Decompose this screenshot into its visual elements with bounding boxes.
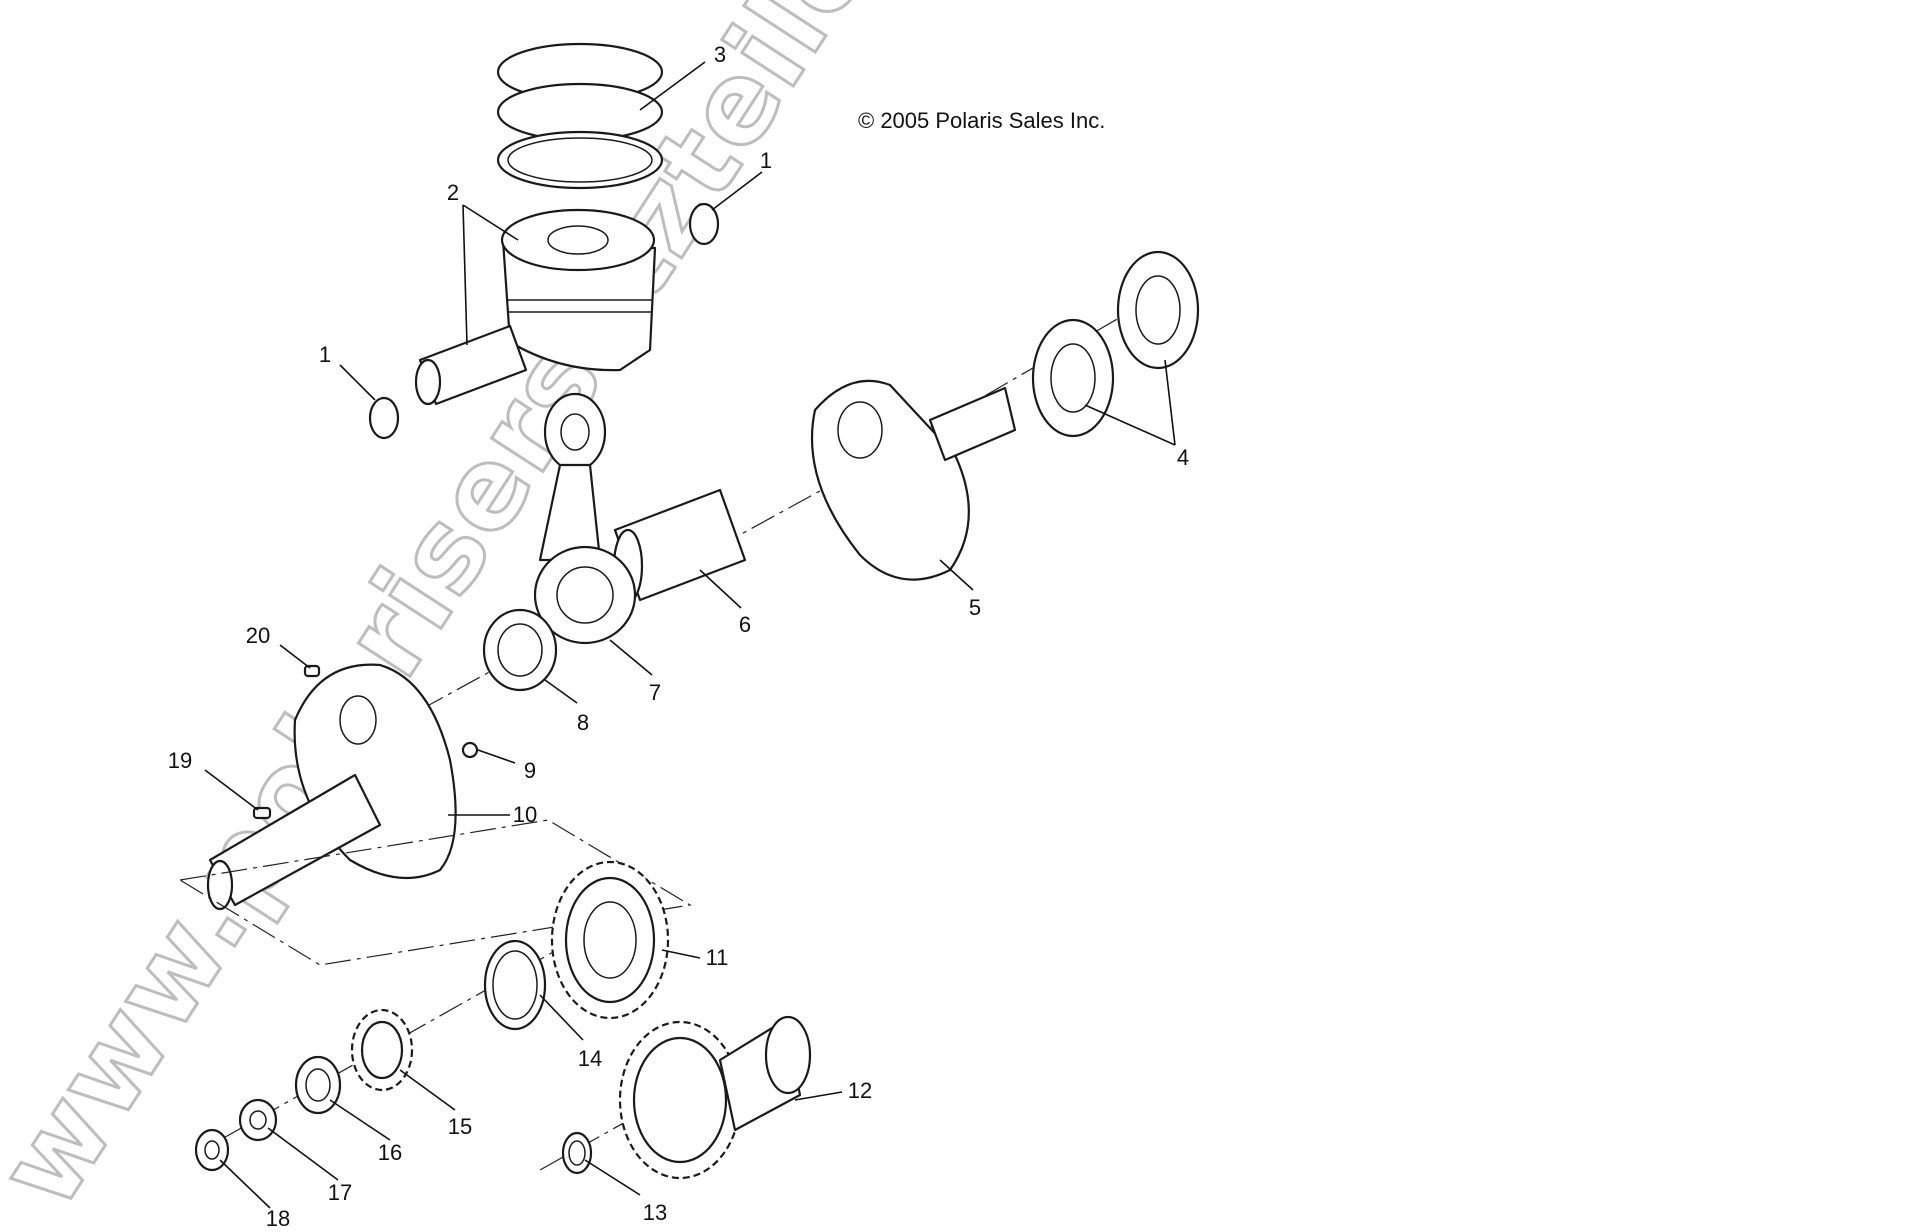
callout-16: 16 — [378, 1140, 402, 1165]
copyright-notice: © 2005 Polaris Sales Inc. — [858, 108, 1105, 133]
callout-12: 12 — [848, 1078, 872, 1103]
piston-assembly[interactable] — [414, 208, 657, 406]
callout-8: 8 — [577, 710, 589, 735]
callout-7: 7 — [649, 680, 661, 705]
callout-13: 13 — [643, 1200, 667, 1225]
callout-2: 2 — [447, 180, 459, 205]
callout-4: 4 — [1177, 445, 1189, 470]
crankshaft-assembly-frame — [179, 819, 692, 966]
woodruff-key-19[interactable] — [252, 806, 272, 820]
callout-9: 9 — [524, 758, 536, 783]
crankshaft-half-right[interactable] — [810, 379, 1017, 581]
leader-lines — [204, 61, 1176, 1209]
callout-18: 18 — [266, 1206, 290, 1231]
callout-3: 3 — [714, 42, 726, 67]
piston-pin-circlips[interactable] — [368, 202, 720, 440]
woodruff-key-20[interactable] — [303, 664, 321, 678]
balance-shaft[interactable] — [618, 1015, 812, 1180]
callout-1b: 1 — [319, 342, 331, 367]
callout-19: 19 — [168, 748, 192, 773]
callout-5: 5 — [969, 595, 981, 620]
callout-labels: 3 1 2 1 4 5 6 7 8 20 9 19 10 11 14 12 15… — [168, 42, 1189, 1231]
callout-10: 10 — [513, 802, 537, 827]
callout-17: 17 — [328, 1180, 352, 1205]
timing-gear-15[interactable] — [350, 1008, 414, 1092]
ball-9[interactable] — [461, 741, 479, 759]
drive-gear[interactable] — [550, 860, 670, 1020]
callout-6: 6 — [739, 612, 751, 637]
needle-bearing[interactable] — [482, 608, 558, 692]
main-bearings[interactable] — [1031, 250, 1200, 438]
callout-11: 11 — [706, 945, 729, 970]
crankshaft-half-left[interactable] — [206, 663, 457, 911]
washer-13[interactable] — [561, 1131, 593, 1175]
callout-15: 15 — [448, 1114, 472, 1139]
washer-17[interactable] — [238, 1098, 278, 1142]
thrust-washer-14[interactable] — [483, 939, 547, 1031]
callout-1a: 1 — [760, 148, 772, 173]
lock-nut-16[interactable] — [294, 1055, 342, 1115]
piston-rings[interactable] — [496, 42, 664, 190]
callout-14: 14 — [578, 1046, 602, 1071]
callout-20: 20 — [246, 623, 270, 648]
connecting-rod[interactable] — [533, 392, 637, 645]
